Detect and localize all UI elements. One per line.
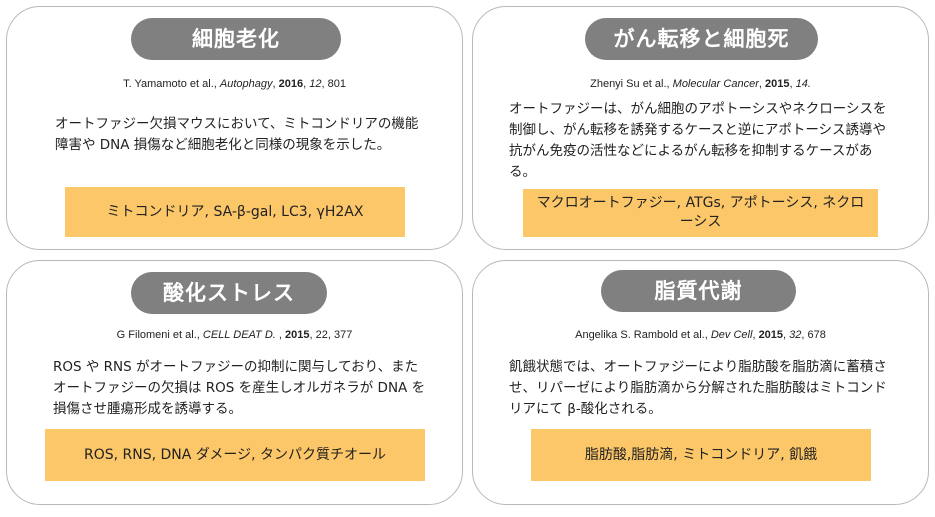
keywords-box: マクロオートファジー, ATGs, アポトーシス, ネクローシス bbox=[523, 189, 878, 237]
card-title: 細胞老化 bbox=[131, 18, 341, 60]
description: ROS や RNS がオートファジーの抑制に関与しており、またオートファジーの欠… bbox=[53, 359, 426, 417]
card-cellular-senescence: 細胞老化 T. Yamamoto et al., Autophagy, 2016… bbox=[6, 6, 463, 250]
keywords-box: ROS, RNS, DNA ダメージ, タンパク質チオール bbox=[45, 429, 425, 481]
description: オートファジー欠損マウスにおいて、ミトコンドリアの機能障害や DNA 損傷など細… bbox=[55, 116, 419, 153]
keywords-box: ミトコンドリア, SA-β-gal, LC3, γH2AX bbox=[65, 187, 405, 237]
citation: T. Yamamoto et al., Autophagy, 2016, 12,… bbox=[123, 78, 346, 90]
card-oxidative-stress: 酸化ストレス G Filomeni et al., CELL DEAT D. ,… bbox=[6, 260, 463, 505]
card-title: 脂質代謝 bbox=[601, 270, 796, 312]
card-title: 酸化ストレス bbox=[131, 272, 327, 314]
citation: G Filomeni et al., CELL DEAT D. , 2015, … bbox=[116, 329, 353, 341]
description: 飢餓状態では、オートファジーにより脂肪酸を脂肪滴に蓄積させ、リパーゼにより脂肪滴… bbox=[509, 359, 887, 417]
citation: Angelika S. Rambold et al., Dev Cell, 20… bbox=[575, 329, 826, 341]
card-cancer-metastasis: がん転移と細胞死 Zhenyi Su et al., Molecular Can… bbox=[472, 6, 929, 250]
keywords-box: 脂肪酸,脂肪滴, ミトコンドリア, 飢餓 bbox=[531, 429, 871, 481]
card-lipid-metabolism: 脂質代謝 Angelika S. Rambold et al., Dev Cel… bbox=[472, 260, 929, 505]
card-title: がん転移と細胞死 bbox=[585, 18, 818, 60]
description: オートファジーは、がん細胞のアポトーシスやネクローシスを制御し、がん転移を誘発す… bbox=[509, 101, 887, 180]
citation: Zhenyi Su et al., Molecular Cancer, 2015… bbox=[590, 78, 811, 90]
